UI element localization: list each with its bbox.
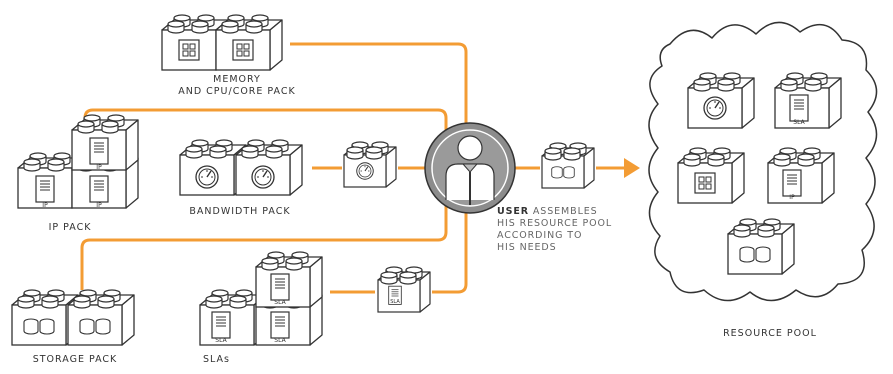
orange-connector-lines [80,42,626,294]
sla-tag-text: SLA [390,299,400,305]
sla-tag-text: SLA [793,119,805,126]
pool-brick-memory [678,148,744,203]
user-caption-line2: HIS RESOURCE POOL [497,218,613,229]
memory-label-line1: MEMORY [213,74,261,85]
ip-tag-text: IP [789,194,795,201]
connector-ip [83,108,448,130]
bandwidth-pack [180,140,302,195]
pool-brick-ip: IP [768,148,834,203]
pool-brick-bandwidth [688,73,754,128]
user-caption-line4: HIS NEEDS [497,242,557,253]
resource-pool-label: RESOURCE POOL [723,328,817,339]
memory-pack-label: MEMORY AND CPU/CORE PACK [172,74,302,98]
connector-memory [290,42,468,130]
memory-label-line2: AND CPU/CORE PACK [178,86,296,97]
connector-sla-2 [432,205,468,294]
arrow-head [624,158,640,178]
user-icon [424,122,516,214]
connector-storage [80,205,448,290]
ip-pack: IP IP IP [18,115,138,209]
ip-tag-text: IP [42,202,48,209]
pool-brick-storage [728,219,794,274]
slas-label: SLAs [203,354,230,365]
storage-pack [12,290,134,345]
user-caption-line3: ACCORDING TO [497,230,583,241]
user-caption-line1: ASSEMBLES [528,206,598,217]
sla-tag-text: SLA [215,337,227,344]
bandwidth-pack-label: BANDWIDTH PACK [189,206,291,217]
sla-single-brick: SLA [378,267,430,312]
ip-tag-text: IP [96,164,102,171]
sla-tag-text: SLA [274,337,286,344]
pool-brick-sla: SLA [775,73,841,128]
assembled-brick [542,143,594,188]
sla-pack: SLA SLA SLA [200,252,322,345]
user-caption-bold: USER [497,206,529,217]
bandwidth-single-brick [344,142,396,187]
ip-pack-label: IP PACK [48,222,92,233]
user-caption: USER ASSEMBLES HIS RESOURCE POOL ACCORDI… [497,206,637,254]
sla-tag-text: SLA [274,299,286,306]
memory-cpu-pack [162,15,282,70]
storage-pack-label: STORAGE PACK [32,354,118,365]
ip-tag-text: IP [96,202,102,209]
